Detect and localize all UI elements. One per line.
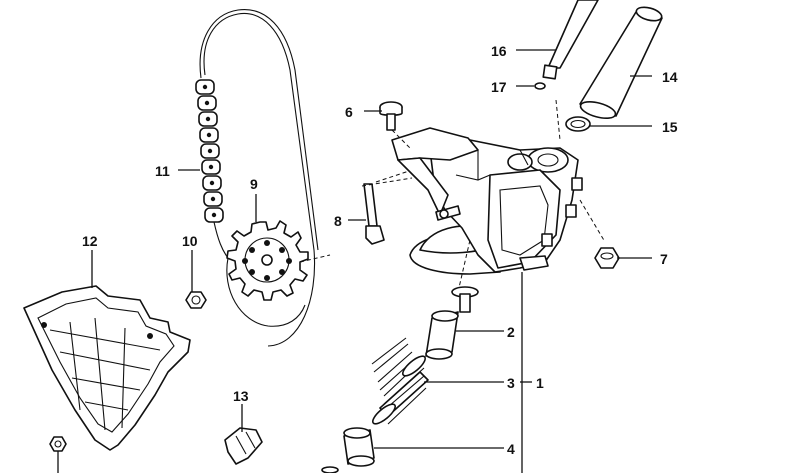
tube-16 — [542, 0, 599, 80]
valve-2 — [425, 286, 479, 360]
cover-plate — [23, 285, 191, 451]
callout-3: 3 — [507, 375, 515, 391]
callout-4: 4 — [507, 441, 515, 457]
callout-15: 15 — [662, 119, 678, 135]
callout-16: 16 — [491, 43, 507, 59]
callout-2: 2 — [507, 324, 515, 340]
callout-labels: 16 17 6 14 15 11 9 8 10 12 7 2 3 1 4 13 — [82, 43, 678, 457]
callout-12: 12 — [82, 233, 98, 249]
callout-6: 6 — [345, 104, 353, 120]
ring-17 — [534, 82, 546, 90]
callout-17: 17 — [491, 79, 507, 95]
spring-3 — [371, 337, 429, 425]
bolt-6 — [379, 101, 403, 131]
clip-13 — [224, 427, 263, 465]
callout-1: 1 — [536, 375, 544, 391]
nut-7 — [594, 247, 620, 269]
bolt-8 — [361, 167, 419, 245]
callout-8: 8 — [334, 213, 342, 229]
callout-13: 13 — [233, 388, 249, 404]
cap-bottom — [321, 466, 339, 473]
o-ring-15 — [565, 116, 591, 132]
sprocket — [226, 220, 331, 327]
leader-lines — [57, 49, 652, 473]
callout-9: 9 — [250, 176, 258, 192]
plug-4 — [343, 427, 375, 467]
nut-bottom — [49, 436, 67, 452]
callout-11: 11 — [155, 163, 170, 179]
callout-7: 7 — [660, 251, 668, 267]
nut-10 — [185, 291, 207, 309]
callout-14: 14 — [662, 69, 678, 85]
oil-pump-body — [391, 127, 583, 275]
sleeve-14 — [579, 6, 663, 120]
callout-10: 10 — [182, 233, 198, 249]
